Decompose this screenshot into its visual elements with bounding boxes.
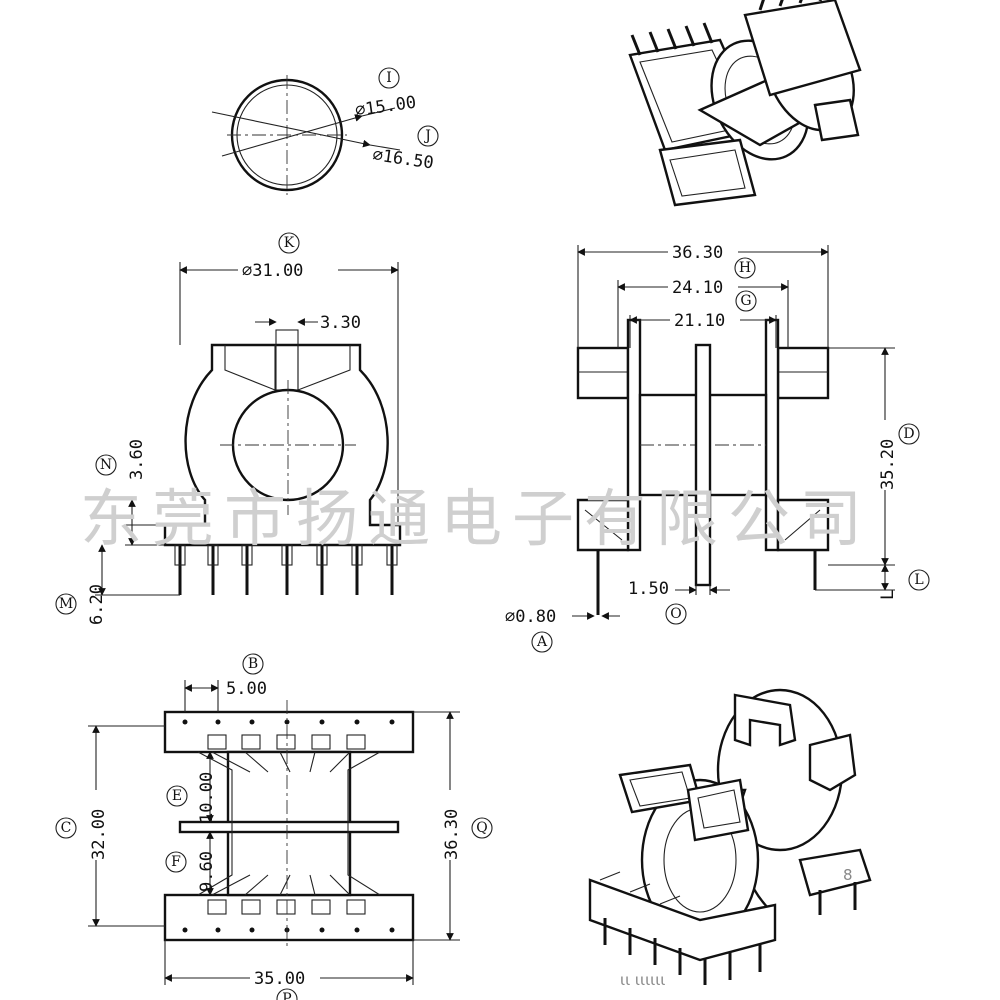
iso-bobbin-bottom: 8 ιι ιιιιιι — [588, 688, 872, 989]
dim-l-pin: L — [878, 590, 898, 600]
dim-i-dia: ⌀15.00 — [354, 93, 418, 121]
dim-q-length: 36.30 — [442, 809, 462, 860]
label-a: A — [536, 634, 548, 650]
label-b: B — [248, 656, 258, 672]
dim-b-pitch: 5.00 — [226, 679, 267, 699]
footer-text: ιι ιιιιιι — [620, 971, 665, 989]
top-view: 5.00 B 32.00 C 36.30 Q 10.00 E 9.60 F 35… — [55, 653, 493, 1000]
label-g: G — [740, 293, 751, 309]
iso-bobbin-top — [628, 0, 862, 207]
dim-h-width: 24.10 — [672, 278, 723, 298]
label-d: D — [903, 426, 914, 442]
dim-g-width: 21.10 — [674, 311, 725, 331]
label-i: I — [386, 70, 392, 86]
dim-c-length: 32.00 — [89, 809, 109, 860]
label-l: L — [914, 572, 923, 588]
label-f: F — [171, 854, 181, 870]
dim-p-width: 35.00 — [254, 969, 305, 989]
label-h: H — [739, 260, 751, 276]
dim-k-dia: ⌀31.00 — [242, 261, 303, 281]
label-n: N — [100, 457, 112, 473]
dim-f-width: 9.60 — [197, 851, 217, 892]
label-e: E — [172, 788, 182, 804]
dim-m-height: 6.20 — [87, 584, 107, 625]
dim-overall-width: 36.30 — [672, 243, 723, 263]
front-pins — [178, 545, 394, 595]
round-core-view: ⌀15.00 ⌀16.50 I J — [211, 67, 439, 195]
page-mark: 8 — [843, 866, 853, 884]
dim-a-pin: ⌀0.80 — [505, 607, 556, 627]
dim-n-height: 3.60 — [127, 439, 147, 480]
label-o: O — [670, 606, 681, 622]
label-c: C — [61, 820, 72, 836]
label-j: J — [423, 128, 431, 144]
dim-d-height: 35.20 — [878, 439, 898, 490]
side-view: 36.30 24.10 H 21.10 G 35.20 D L L 1.50 O — [505, 240, 930, 653]
label-k: K — [284, 235, 295, 251]
label-m: M — [59, 596, 73, 612]
dim-j-dia: ⌀16.50 — [371, 145, 435, 173]
dim-o-gap: 1.50 — [628, 579, 669, 599]
front-view: ⌀31.00 K 3.30 3.60 6.20 N M — [55, 232, 402, 625]
dim-e-width: 10.00 — [197, 772, 217, 823]
label-q: Q — [476, 820, 487, 836]
dim-k-tab: 3.30 — [320, 313, 361, 333]
label-p: P — [282, 991, 291, 1000]
watermark-text: 东莞市扬通电子有限公司 — [80, 482, 872, 555]
